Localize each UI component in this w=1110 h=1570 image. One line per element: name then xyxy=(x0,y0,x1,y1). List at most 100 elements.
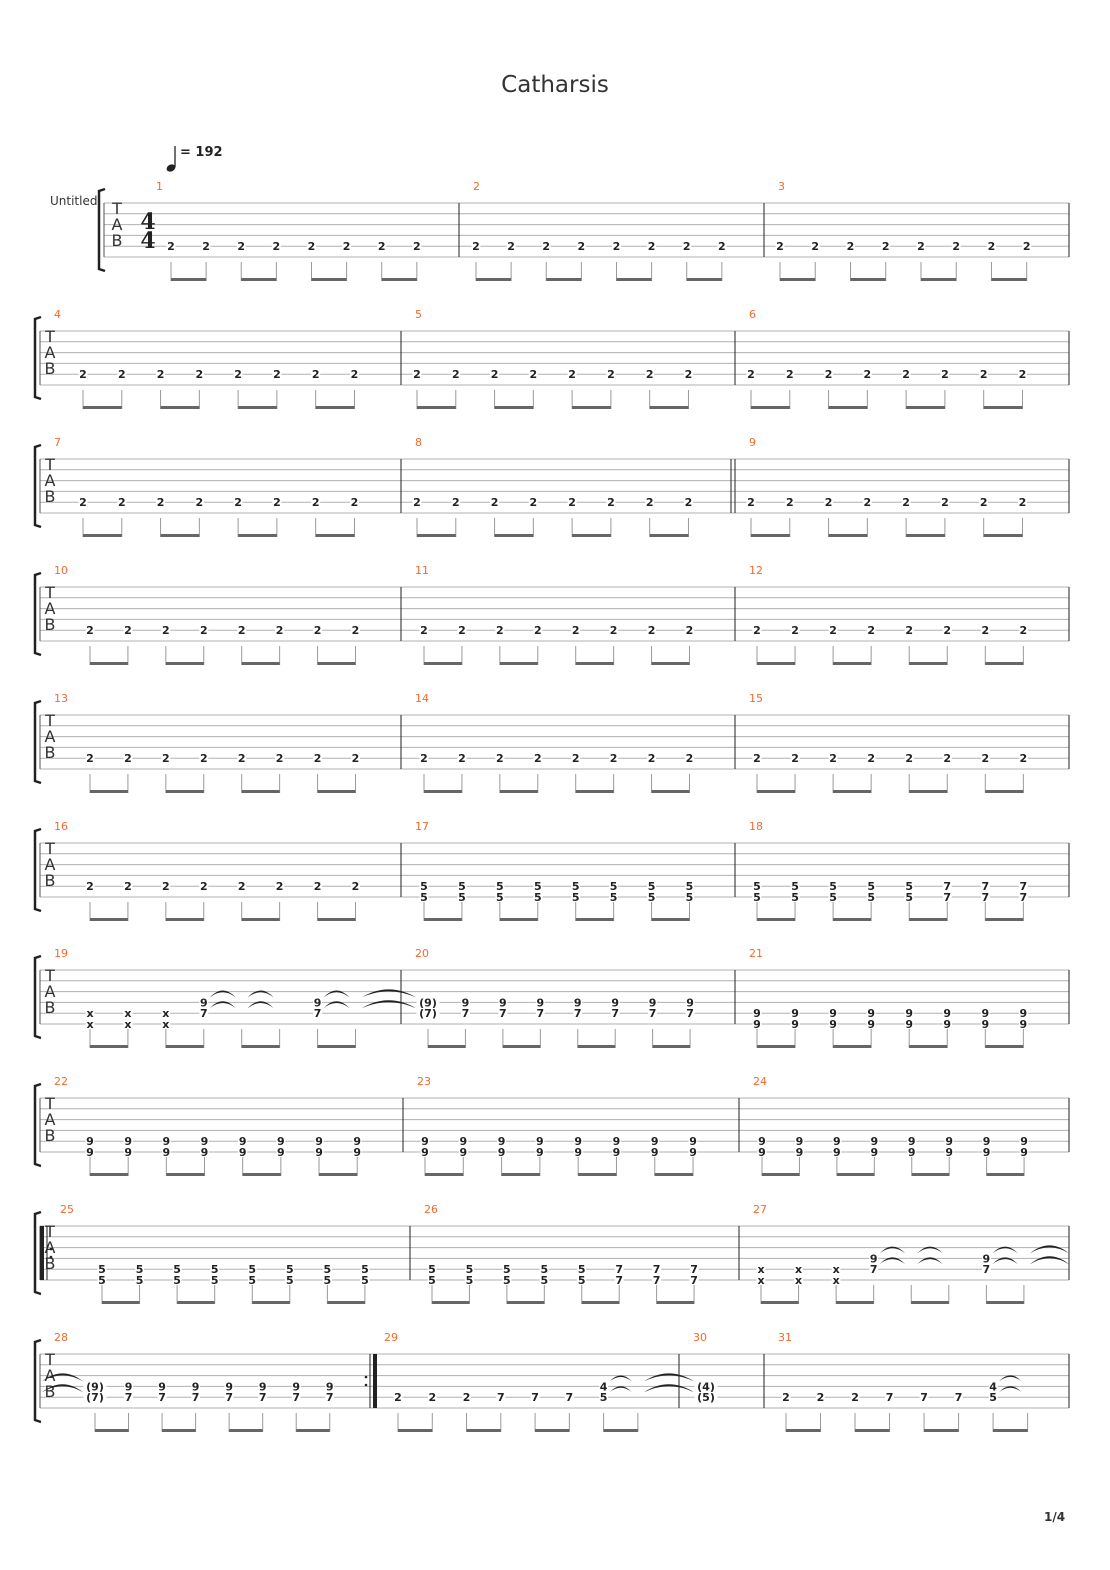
fret-number: 9 xyxy=(833,1146,841,1159)
note-background xyxy=(571,625,581,636)
fret-number: 2 xyxy=(157,496,165,509)
note-background xyxy=(980,1008,990,1019)
fret-number: 2 xyxy=(234,368,242,381)
repeat-dot xyxy=(364,1375,368,1379)
eighth-beam xyxy=(102,1301,140,1304)
fret-number: 2 xyxy=(568,496,576,509)
measure-number: 7 xyxy=(54,436,61,449)
note-background xyxy=(78,497,88,508)
fret-number: 2 xyxy=(1020,752,1028,765)
note-background xyxy=(172,1264,182,1275)
repeat-dot xyxy=(49,1255,53,1259)
note-background xyxy=(571,892,581,902)
fret-number: 2 xyxy=(753,752,761,765)
system-bracket xyxy=(33,827,42,913)
note-background xyxy=(416,1008,440,1019)
note-background xyxy=(904,892,914,902)
note-background xyxy=(610,997,620,1008)
fret-number: 5 xyxy=(648,891,656,904)
note-background xyxy=(412,369,422,380)
eighth-beam xyxy=(985,790,1024,793)
note-background xyxy=(123,625,133,636)
note-background xyxy=(609,881,619,892)
eighth-beam xyxy=(165,1045,204,1048)
note-background xyxy=(498,997,508,1008)
note-background xyxy=(427,1392,437,1403)
note-background xyxy=(752,1019,762,1029)
fret-number: 5 xyxy=(753,880,761,893)
note-background xyxy=(311,497,321,508)
system-bracket xyxy=(33,1338,42,1424)
eighth-beam xyxy=(757,790,796,793)
note-background xyxy=(599,1381,609,1392)
note-background xyxy=(944,1136,954,1147)
eighth-beam xyxy=(836,1301,874,1304)
fret-number: 7 xyxy=(943,891,951,904)
note-background xyxy=(291,1381,301,1392)
note-background xyxy=(85,753,95,764)
fret-number: 5 xyxy=(989,1391,997,1404)
fret-number: 5 xyxy=(428,1274,436,1287)
fret-number: 5 xyxy=(686,880,694,893)
tab-clef-letter: T xyxy=(44,327,55,346)
tab-clef-letter: T xyxy=(44,583,55,602)
fret-number: 5 xyxy=(248,1274,256,1287)
note-background xyxy=(794,1136,804,1147)
note-background xyxy=(419,753,429,764)
eighth-beam xyxy=(417,534,456,537)
eighth-beam xyxy=(983,534,1023,537)
fret-number: 7 xyxy=(326,1391,334,1404)
fret-number: 9 xyxy=(163,1135,171,1148)
fret-number: 2 xyxy=(943,752,951,765)
note-background xyxy=(471,241,481,252)
fret-number: 2 xyxy=(1023,240,1031,253)
fret-number: 2 xyxy=(568,368,576,381)
fret-number: 7 xyxy=(920,1391,928,1404)
eighth-beam xyxy=(83,406,122,409)
fret-number: 5 xyxy=(420,880,428,893)
note-background xyxy=(457,881,467,892)
note-background xyxy=(194,497,204,508)
fret-number: 9 xyxy=(908,1135,916,1148)
note-background xyxy=(845,241,855,252)
note-background xyxy=(980,1019,990,1029)
fret-number: 2 xyxy=(124,752,132,765)
fret-number: 2 xyxy=(378,240,386,253)
note-background xyxy=(682,241,692,252)
tab-system: TAB2299999999999999992399999999999999992… xyxy=(33,1075,1070,1176)
tab-clef-letter: B xyxy=(45,871,56,890)
note-background xyxy=(609,753,619,764)
fret-number: 2 xyxy=(530,496,538,509)
note-background xyxy=(1018,625,1028,636)
note-background xyxy=(794,1264,804,1275)
fret-number: 9 xyxy=(796,1135,804,1148)
fret-number: 9 xyxy=(536,1146,544,1159)
note-background xyxy=(609,892,619,902)
note-background xyxy=(816,1392,826,1403)
note-background xyxy=(412,241,422,252)
fret-number: 5 xyxy=(324,1274,332,1287)
fret-number: 9 xyxy=(613,1146,621,1159)
note-background xyxy=(752,1008,762,1019)
fret-number: 7 xyxy=(158,1391,166,1404)
fret-number: 2 xyxy=(905,624,913,637)
note-background xyxy=(200,1147,210,1157)
eighth-beam xyxy=(90,790,128,793)
fret-number: 9 xyxy=(158,1380,166,1393)
fret-number: 5 xyxy=(98,1274,106,1287)
fret-number: 9 xyxy=(753,1018,761,1031)
note-background xyxy=(688,1147,698,1157)
fret-number: 7 xyxy=(292,1391,300,1404)
fret-number: 5 xyxy=(867,891,875,904)
repeat-dot xyxy=(364,1383,368,1387)
eighth-beam xyxy=(985,662,1024,665)
fret-number: 2 xyxy=(952,240,960,253)
fret-number: 9 xyxy=(649,996,657,1009)
tab-clef-letter: A xyxy=(45,1238,56,1257)
note-background xyxy=(313,881,323,892)
note-background xyxy=(869,1136,879,1147)
eighth-beam xyxy=(757,918,796,921)
fret-number: 9 xyxy=(758,1146,766,1159)
note-background xyxy=(752,753,762,764)
eighth-beam xyxy=(499,662,538,665)
